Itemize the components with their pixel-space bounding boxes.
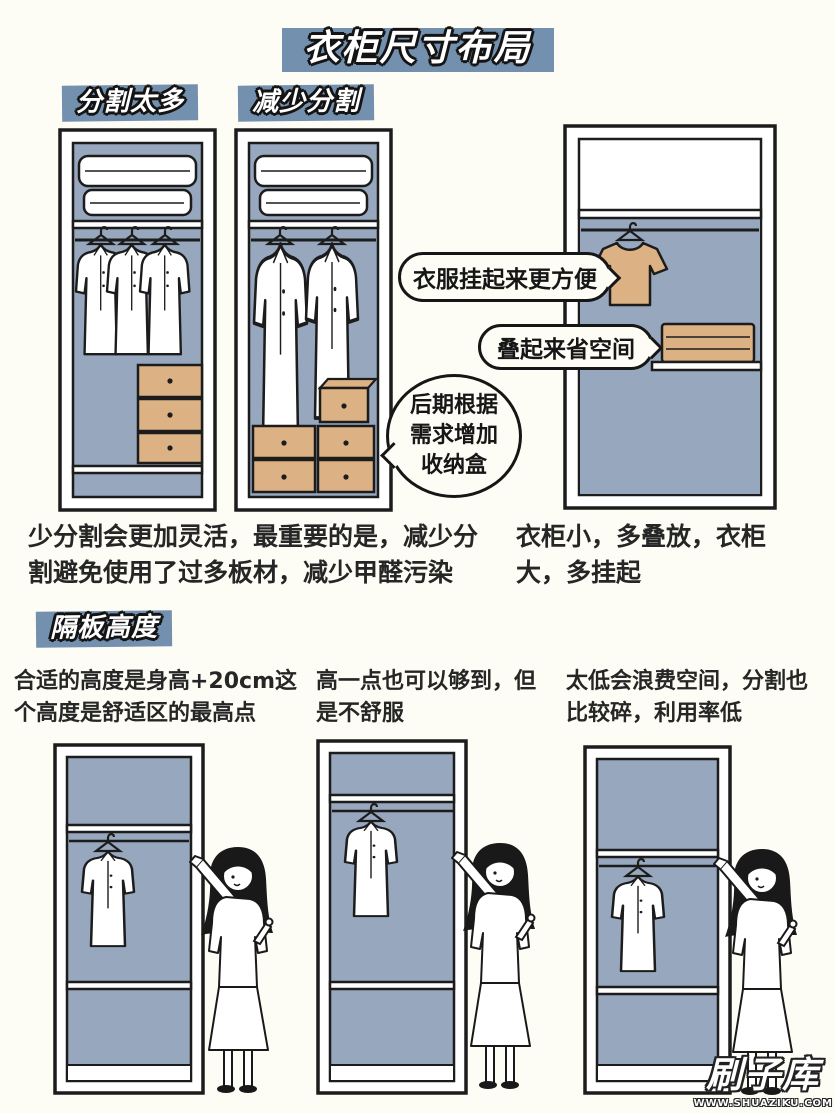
storage-boxes	[251, 377, 379, 494]
folded-blankets	[77, 154, 198, 217]
wardrobe-less-splits	[234, 128, 393, 512]
watermark-site: WWW.SHUAZIKU.COM	[693, 1098, 833, 1109]
wardrobe-proper-height	[53, 743, 205, 1095]
bubble-storage-box: 后期根据 需求增加 收纳盒	[386, 374, 522, 498]
caption-less-splits: 少分割会更加灵活，最重要的是，减少分割避免使用了过多板材，减少甲醛污染	[28, 522, 479, 587]
bubble-storage-line: 后期根据	[409, 393, 498, 418]
bubble-fold-text: 叠起来省空间	[497, 337, 635, 363]
page-title: 衣柜尺寸布局	[281, 28, 554, 72]
wardrobe-too-low	[583, 745, 732, 1095]
bubble-storage-line: 需求增加	[409, 423, 498, 448]
caption-small-vs-big: 衣柜小，多叠放，衣柜大，多挂起	[516, 522, 767, 587]
badge-too-many-splits: 分割太多	[61, 84, 199, 122]
note-proper-height: 合适的高度是身高+20cm这个高度是舒适区的最高点	[14, 669, 298, 726]
bubble-storage-line: 收纳盒	[420, 453, 487, 478]
wardrobe-hanging-demo	[563, 124, 777, 510]
bubble-hang-clothes: 衣服挂起来更方便	[398, 252, 612, 302]
watermark: 刷子库 WWW.SHUAZIKU.COM	[694, 1046, 833, 1109]
drawer-stack	[136, 363, 204, 465]
wardrobe-split-illustration	[58, 124, 777, 512]
watermark-brand: 刷子库	[706, 1055, 821, 1096]
note-too-low: 太低会浪费空间，分割也比较碎，利用率低	[566, 669, 809, 726]
shelf-height-illustration	[53, 739, 798, 1096]
badge-reduce-splits: 减少分割	[237, 84, 375, 122]
folded-blankets	[253, 154, 374, 217]
note-too-high: 高一点也可以够到，但是不舒服	[316, 669, 537, 726]
badge-shelf-height: 隔板高度	[35, 610, 173, 648]
wardrobe-many-splits	[58, 128, 217, 512]
wardrobe-too-high	[316, 739, 468, 1095]
folded-clothes-stack	[650, 322, 763, 372]
bubble-hang-text: 衣服挂起来更方便	[413, 267, 597, 293]
bubble-fold-clothes: 叠起来省空间	[478, 324, 654, 370]
